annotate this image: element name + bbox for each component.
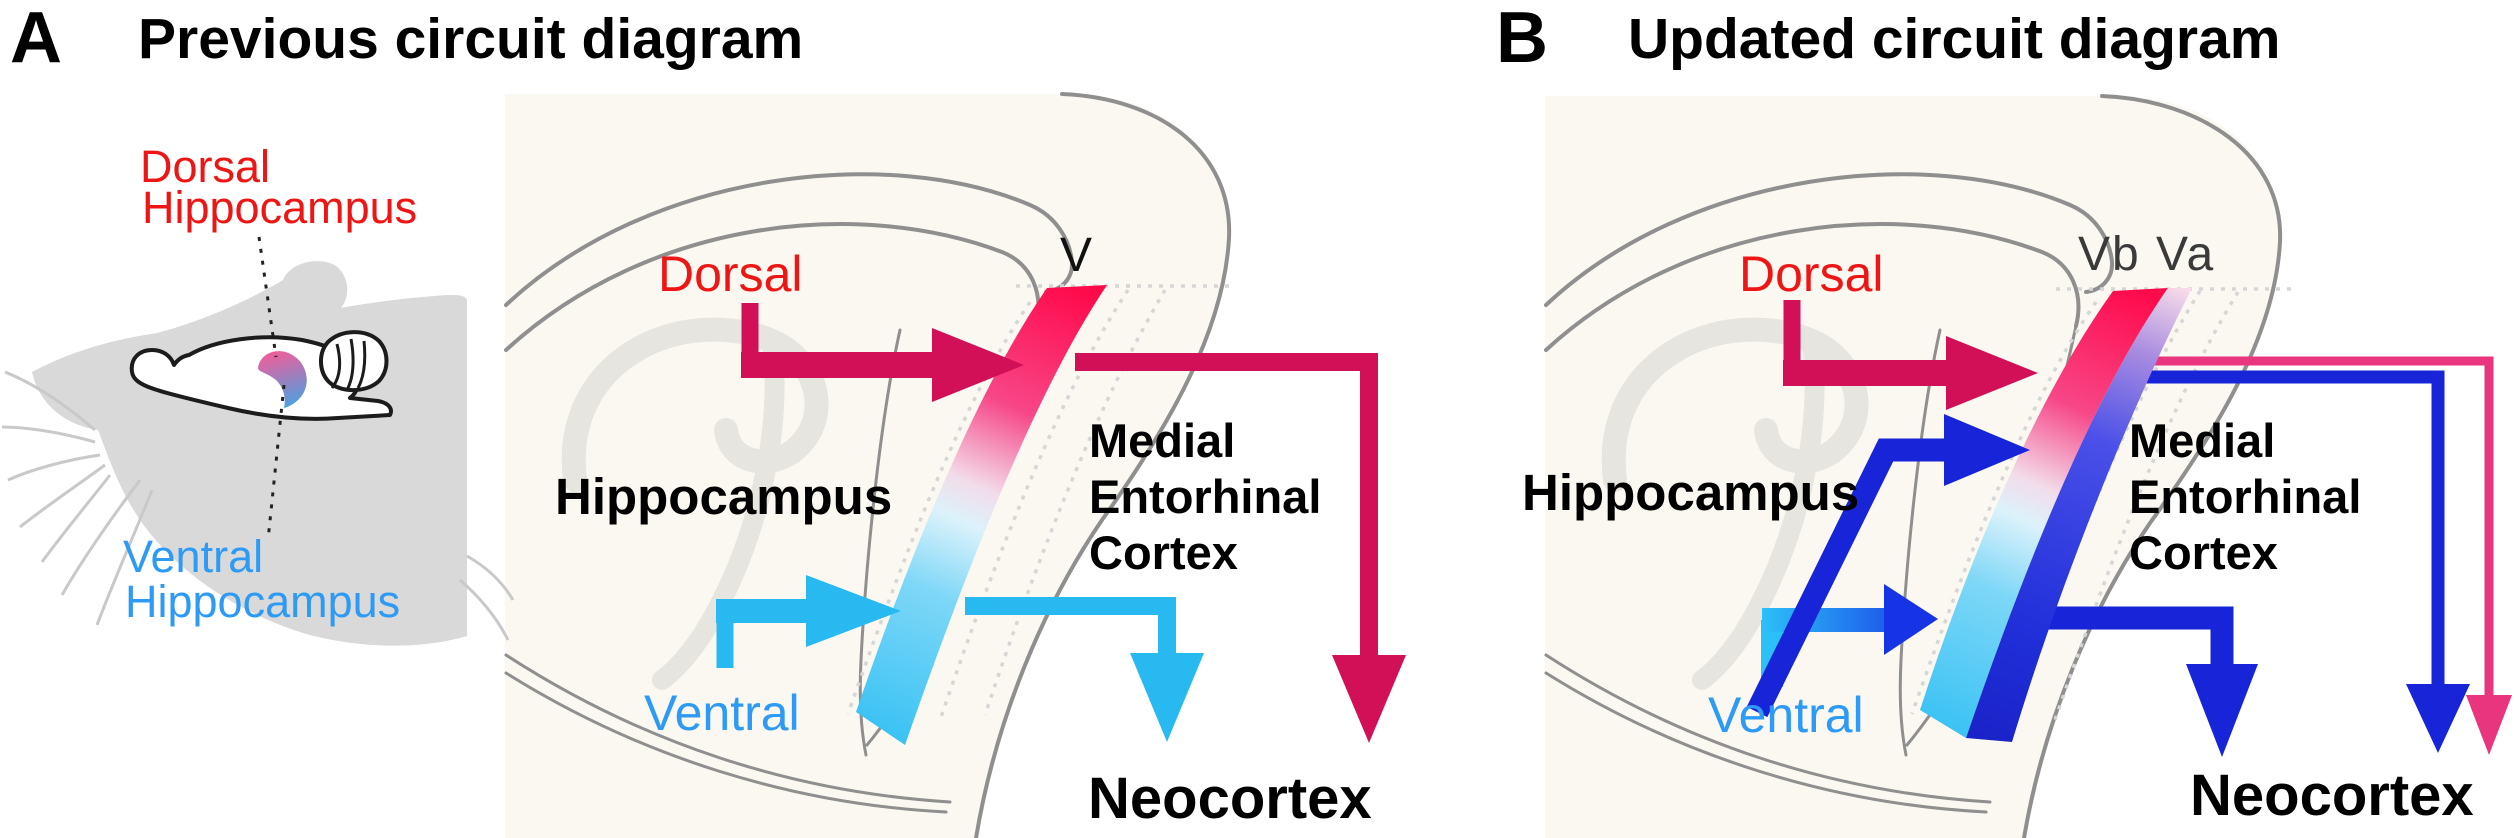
arrow-ventral-output-a [965, 597, 1204, 742]
arrow-ventral-to-dorsal-b [1746, 414, 2030, 718]
label-mec-line2-a: Entorhinal [1089, 470, 1321, 523]
label-dorsal-a: Dorsal [658, 246, 802, 302]
arrow-ventral-input-a [716, 575, 901, 668]
label-neocortex-b: Neocortex [2190, 763, 2474, 828]
hippocampus-swirl-tail-a [652, 332, 785, 690]
mouse-cerebellum-folds [330, 338, 367, 391]
layer-dotted-1-a [938, 289, 1130, 721]
section-bottom-curve2-a [504, 671, 948, 814]
panel-letter-b: B [1496, 0, 1548, 78]
label-ventral-hippocampus-line2: Hippocampus [125, 576, 400, 627]
dorsal-leader-line [257, 236, 278, 358]
label-ventral-hippocampus-line1: Ventral [123, 531, 263, 582]
mouse-head-inset [1, 236, 515, 646]
label-mec-line3-b: Cortex [2129, 526, 2278, 579]
arrow-va-output-blue [2146, 370, 2470, 753]
label-dorsal-b: Dorsal [1739, 246, 1883, 302]
panel-a: A Previous circuit diagram Dorsal Hippoc… [1, 0, 1406, 838]
section-bottom-curve1-a [504, 653, 952, 804]
panel-title-b: Updated circuit diagram [1628, 7, 2280, 71]
section-outer-edge-a [974, 92, 1232, 838]
label-hippocampus-a: Hippocampus [555, 468, 892, 525]
layer-vb-band [1920, 288, 2168, 738]
label-layers-vb-va: Vb Va [2078, 228, 2215, 281]
label-ventral-b: Ventral [1708, 687, 1864, 743]
section-bottom-curve2-b [1544, 671, 1988, 814]
panel-b: B Updated circuit diagram Dorsal Hippoca… [1496, 0, 2512, 838]
arrow-ventral-output-b [2046, 606, 2258, 757]
arrow-dorsal-input-b [1783, 300, 2038, 410]
label-ventral-a: Ventral [644, 685, 800, 741]
label-hippocampus-b: Hippocampus [1522, 464, 1859, 521]
hippocampus-swirl-tail-b [1692, 332, 1825, 690]
ventral-leader-line [266, 384, 286, 541]
arrow-dorsal-output-a [1075, 353, 1406, 743]
panel-letter-a: A [10, 0, 62, 78]
label-mec-line1-a: Medial [1089, 414, 1235, 467]
section-arc-inner-b [1544, 222, 2081, 352]
label-dorsal-hippocampus-line2: Hippocampus [142, 182, 417, 233]
arrow-va-output-pink [2152, 356, 2512, 755]
label-mec-line2-b: Entorhinal [2129, 470, 2361, 523]
mouse-whiskers [1, 370, 515, 641]
section-arc-outer-b [1544, 172, 2115, 307]
layer-v-band [856, 285, 1107, 745]
panel-title-a: Previous circuit diagram [138, 7, 803, 71]
label-mec-line3-a: Cortex [1089, 526, 1238, 579]
section-arc-outer-a [504, 172, 1075, 307]
label-layer-v: V [1060, 229, 1094, 282]
label-mec-line1-b: Medial [2129, 414, 2275, 467]
layer-va-band [1966, 288, 2192, 742]
arrow-dorsal-input-a [741, 303, 1024, 402]
label-dorsal-hippocampus-line1: Dorsal [140, 141, 270, 192]
label-neocortex-a: Neocortex [1088, 766, 1372, 831]
mouse-hippocampus-shape [258, 351, 307, 408]
section-arc-inner-a [504, 222, 1041, 352]
section-bottom-curve1-b [1544, 653, 1992, 804]
